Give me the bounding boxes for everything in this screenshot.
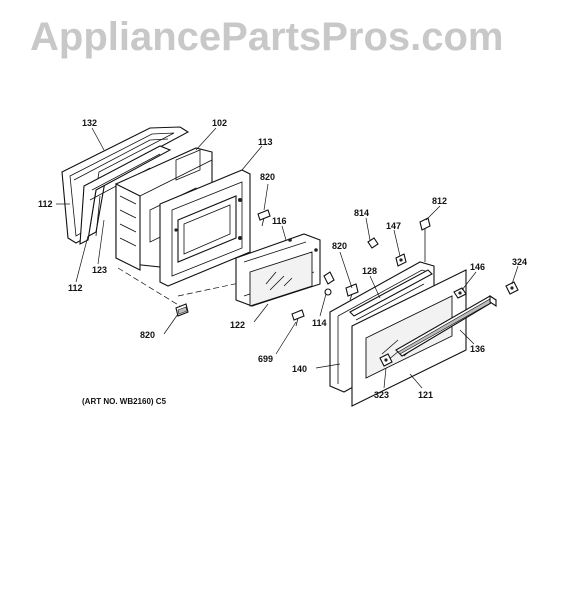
part-147-spacer xyxy=(395,253,407,267)
part-136-door-handle xyxy=(395,294,498,357)
callout-122: 122 xyxy=(230,320,245,330)
part-820-screw-a xyxy=(257,209,271,227)
part-699-screw xyxy=(291,309,305,327)
alignment-line-2 xyxy=(177,281,245,297)
part-323-nut xyxy=(379,353,393,367)
callout-814: 814 xyxy=(354,208,369,218)
callout-102: 102 xyxy=(212,118,227,128)
watermark-text: AppliancePartsPros.com xyxy=(30,15,504,59)
callout-121: 121 xyxy=(418,390,433,400)
callout-812: 812 xyxy=(432,196,447,206)
callout-820-lower: 820 xyxy=(140,330,155,340)
callout-114: 114 xyxy=(312,318,327,328)
part-114-clip xyxy=(323,271,335,296)
callout-140: 140 xyxy=(292,364,307,374)
alignment-line-1 xyxy=(117,267,181,307)
part-814-clip xyxy=(367,237,379,249)
part-146-end-cap xyxy=(453,287,467,299)
callout-123: 123 xyxy=(92,265,107,275)
art-number-caption: (ART NO. WB2160) C5 xyxy=(82,397,167,406)
callout-136: 136 xyxy=(470,344,485,354)
callout-820-upper: 820 xyxy=(260,172,275,182)
callout-116: 116 xyxy=(272,216,287,226)
part-324-end-cap xyxy=(505,281,519,295)
part-812-screw xyxy=(419,217,431,262)
callout-323: 323 xyxy=(374,390,389,400)
part-122-window-glass xyxy=(249,251,313,307)
leader-lines xyxy=(56,127,519,389)
part-128-trim xyxy=(349,269,433,321)
callout-699: 699 xyxy=(258,354,273,364)
callout-147: 147 xyxy=(386,221,401,231)
callout-324: 324 xyxy=(512,257,527,267)
callout-820-middle: 820 xyxy=(332,241,347,251)
callout-112-upper: 112 xyxy=(38,199,53,209)
callout-112-lower: 112 xyxy=(68,283,83,293)
part-820-screw-c xyxy=(345,283,359,301)
part-820-screw-b xyxy=(175,303,189,317)
callout-146: 146 xyxy=(470,262,485,272)
callout-128: 128 xyxy=(362,266,377,276)
callout-113: 113 xyxy=(258,137,273,147)
callout-132: 132 xyxy=(82,118,97,128)
